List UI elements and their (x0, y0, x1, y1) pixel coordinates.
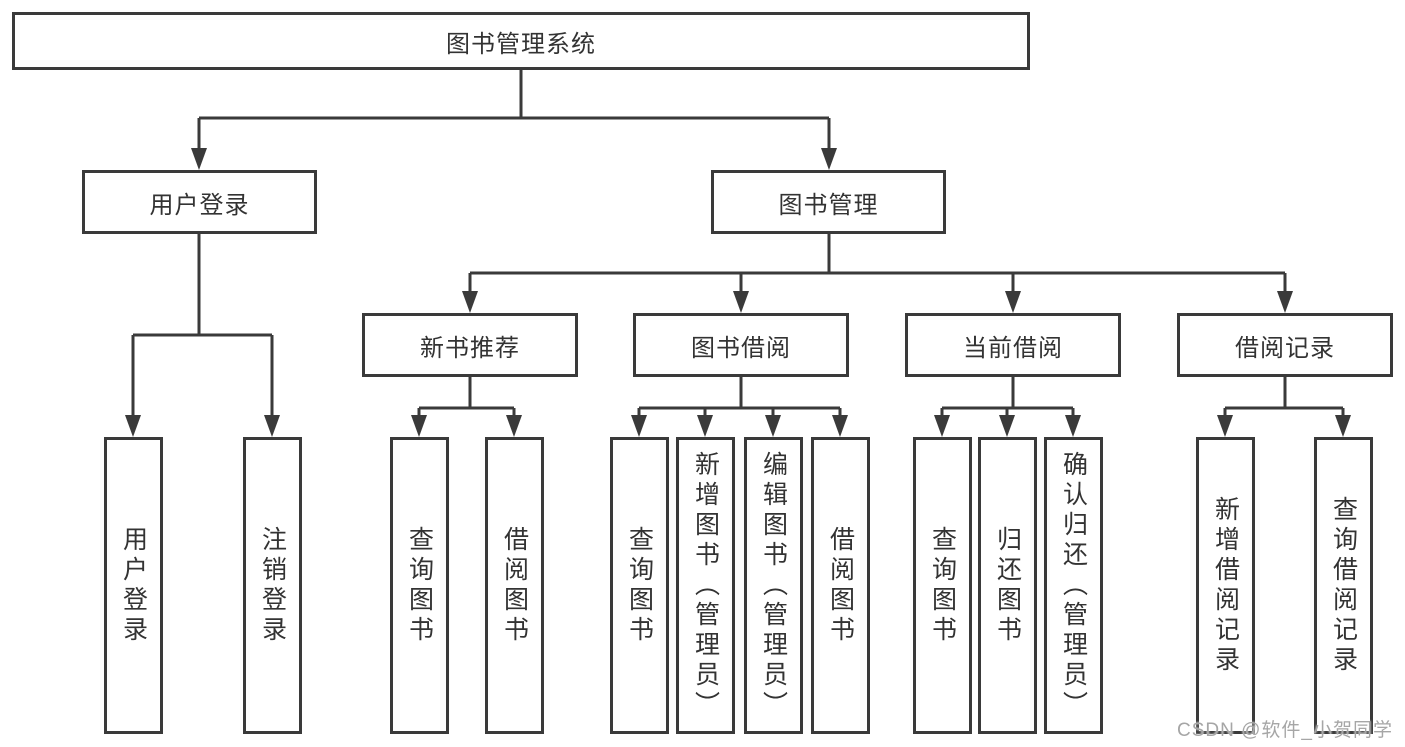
leaf-add-borrow-record: 新增借阅记录 (1196, 437, 1255, 734)
leaf-user-login-label: 用户登录 (119, 525, 148, 646)
node-borrowing-records: 借阅记录 (1177, 313, 1393, 377)
csdn-watermark: CSDN @软件_小贺同学 (1177, 720, 1393, 741)
leaf-query-books-current-label: 查询图书 (928, 525, 957, 646)
leaf-query-books-current: 查询图书 (913, 437, 972, 734)
leaf-return-books: 归还图书 (978, 437, 1037, 734)
node-new-book-recommendation: 新书推荐 (362, 313, 578, 377)
leaf-query-borrow-record-label: 查询借阅记录 (1329, 495, 1358, 676)
node-book-borrowing: 图书借阅 (633, 313, 849, 377)
leaf-borrow-books-recommend-label: 借阅图书 (500, 525, 529, 646)
leaf-add-books-admin: 新增图书（管理员） (676, 437, 735, 734)
leaf-query-books-borrowing: 查询图书 (610, 437, 669, 734)
node-library-management-system: 图书管理系统 (12, 12, 1030, 70)
leaf-return-books-label: 归还图书 (993, 525, 1022, 646)
leaf-confirm-return-admin-label: 确认归还（管理员） (1059, 450, 1088, 721)
leaf-borrow-books: 借阅图书 (811, 437, 870, 734)
leaf-borrow-books-recommend: 借阅图书 (485, 437, 544, 734)
leaf-query-borrow-record: 查询借阅记录 (1314, 437, 1373, 734)
leaf-edit-books-admin: 编辑图书（管理员） (744, 437, 803, 734)
leaf-confirm-return-admin: 确认归还（管理员） (1044, 437, 1103, 734)
node-book-management-module: 图书管理 (711, 170, 946, 234)
leaf-edit-books-admin-label: 编辑图书（管理员） (759, 450, 788, 721)
node-current-borrowing: 当前借阅 (905, 313, 1121, 377)
node-user-login-module: 用户登录 (82, 170, 317, 234)
leaf-add-books-admin-label: 新增图书（管理员） (691, 450, 720, 721)
leaf-query-books-borrowing-label: 查询图书 (625, 525, 654, 646)
leaf-logout: 注销登录 (243, 437, 302, 734)
leaf-borrow-books-label: 借阅图书 (826, 525, 855, 646)
leaf-query-books-recommend: 查询图书 (390, 437, 449, 734)
leaf-user-login: 用户登录 (104, 437, 163, 734)
leaf-logout-label: 注销登录 (258, 525, 287, 646)
leaf-add-borrow-record-label: 新增借阅记录 (1211, 495, 1240, 676)
leaf-query-books-recommend-label: 查询图书 (405, 525, 434, 646)
